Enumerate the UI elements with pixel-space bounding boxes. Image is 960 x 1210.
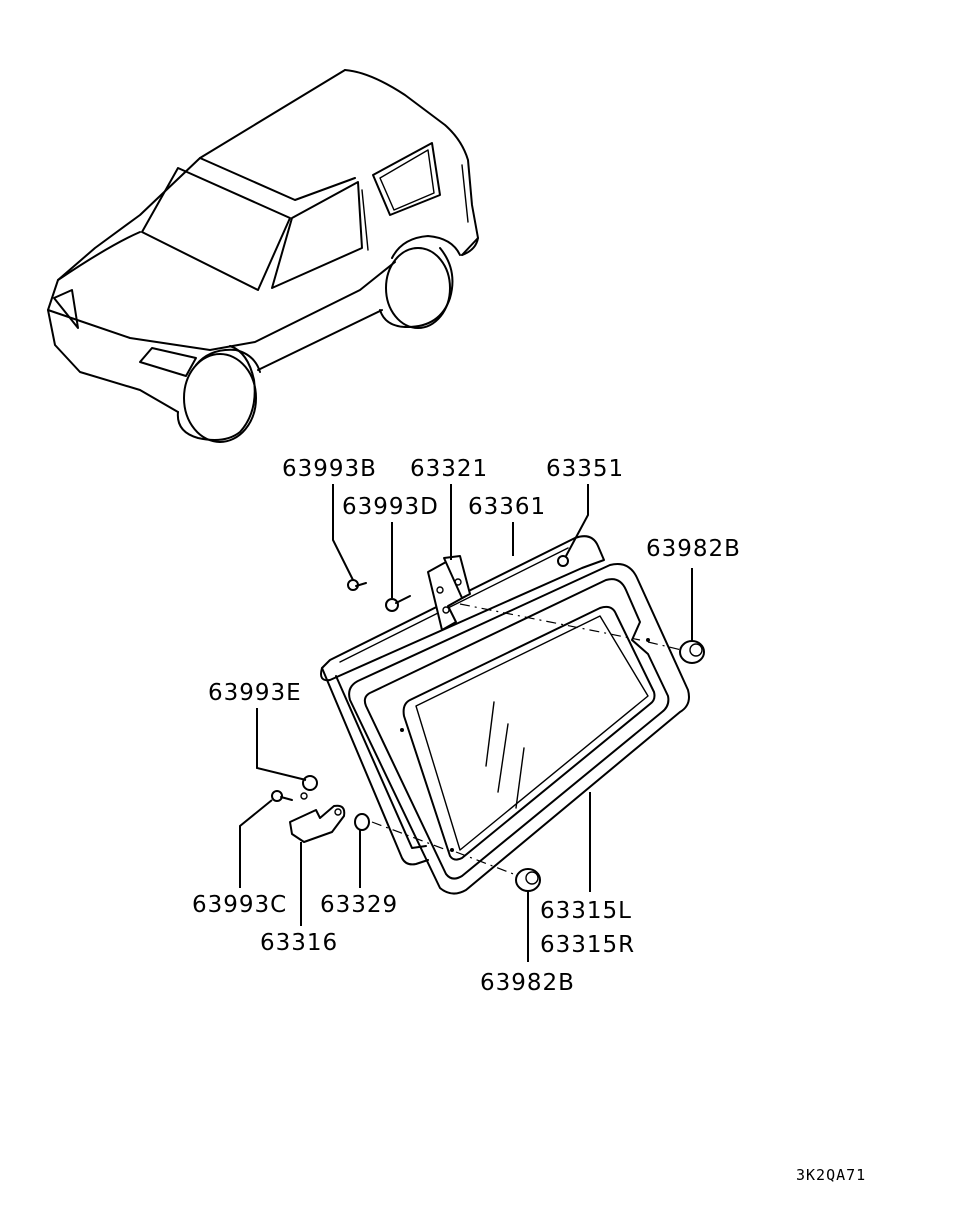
nut-part (354, 813, 370, 831)
bracket-part (289, 804, 346, 843)
hinge-part (427, 555, 471, 631)
quarter-window-assembly (320, 535, 690, 895)
leader-lines (239, 484, 693, 962)
part-label-63982b-bottom[interactable]: 63982B (480, 970, 575, 996)
screw-part-b (347, 579, 367, 591)
grommet-part-top (679, 640, 705, 664)
part-label-63361[interactable]: 63361 (468, 494, 547, 520)
part-label-63315l[interactable]: 63315L (540, 898, 632, 924)
part-label-63993d[interactable]: 63993D (342, 494, 439, 520)
clip-part (557, 555, 569, 567)
screw-part-c (271, 790, 293, 802)
part-label-63993c[interactable]: 63993C (192, 892, 288, 918)
part-label-63993e[interactable]: 63993E (208, 680, 302, 706)
vehicle-illustration (47, 69, 479, 443)
part-label-63993b[interactable]: 63993B (282, 456, 377, 482)
screw-part-e (300, 775, 318, 800)
part-label-63315r[interactable]: 63315R (540, 932, 636, 958)
grommet-part-bottom (515, 868, 541, 892)
screw-part-d (385, 595, 411, 612)
part-label-63329[interactable]: 63329 (320, 892, 399, 918)
part-label-63316[interactable]: 63316 (260, 930, 339, 956)
part-label-63982b-top[interactable]: 63982B (646, 536, 741, 562)
assembly-centerlines (371, 603, 691, 879)
diagram-code: 3K2QA71 (796, 1166, 867, 1184)
part-label-63351[interactable]: 63351 (546, 456, 625, 482)
part-label-63321[interactable]: 63321 (410, 456, 489, 482)
